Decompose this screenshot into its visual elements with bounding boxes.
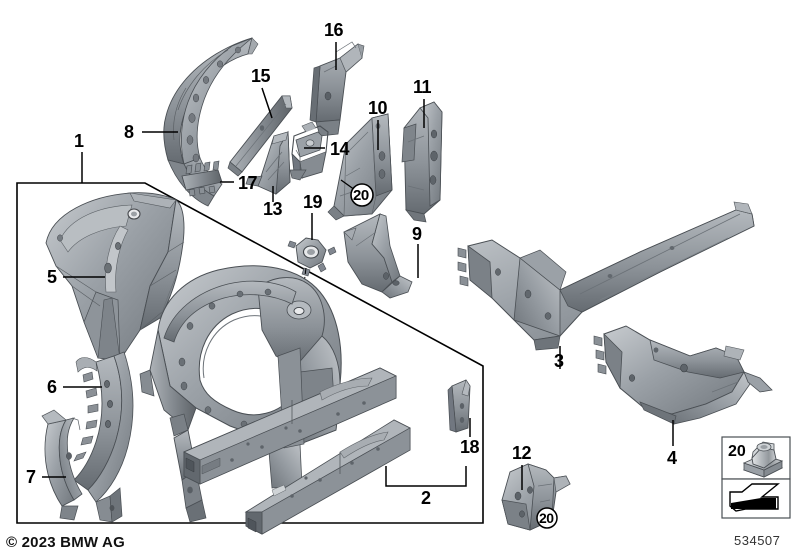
- part-12-front-mounting-bracket: [501, 463, 571, 531]
- callout-label-11: 11: [413, 77, 432, 97]
- part-15-longitudinal-stiffener: [227, 95, 293, 177]
- part-13-gusset-plate: [245, 130, 291, 195]
- part-3-right-frame-side-member: [457, 201, 755, 351]
- callout-label-5: 5: [47, 267, 57, 287]
- part-14-closing-bracket-cage: [289, 121, 329, 181]
- hex-nut-with-flange-icon: [742, 441, 784, 478]
- legend-fastener-number: 20: [728, 443, 746, 460]
- callout-label-9: 9: [412, 224, 422, 244]
- diagram-part-number: 534507: [734, 533, 781, 548]
- part-11-apron-reinforcement: [401, 101, 443, 223]
- part-18-rail-end-bracket: [447, 379, 471, 433]
- callout-label-14: 14: [330, 139, 350, 159]
- part-17-multi-finger-clip-strip: [181, 160, 223, 197]
- legend-box: [721, 436, 791, 519]
- callout-label-2: 2: [421, 488, 431, 508]
- callout-label-15: 15: [251, 66, 271, 86]
- callout-label-13: 13: [263, 199, 283, 219]
- part-5-wheel-house-outer-panel: [45, 192, 185, 361]
- circled-callout-20-strut-panel: [350, 183, 374, 207]
- leader-lines: [42, 42, 674, 490]
- circled-callout-20-bracket: [536, 507, 558, 529]
- callout-label-19: 19: [303, 192, 323, 212]
- part-2-engine-support-rails: [169, 367, 411, 535]
- callout-label-6: 6: [47, 377, 57, 397]
- part-7-a-pillar-lower-bracket: [41, 409, 83, 521]
- callout-label-7: 7: [26, 467, 36, 487]
- arrow-wedge-icon: [729, 483, 780, 512]
- part-4-left-frame-side-member: [593, 325, 773, 425]
- leader-15: [261, 87, 273, 119]
- callout-label-16: 16: [324, 20, 344, 40]
- callout-label-12: 12: [512, 443, 532, 463]
- callout-label-10: 10: [368, 98, 388, 118]
- leader-2-bracket: [385, 466, 467, 487]
- part-9-strut-tower-brace-right: [343, 213, 413, 299]
- callout-label-18: 18: [460, 437, 480, 457]
- callout-label-8: 8: [124, 122, 134, 142]
- callout-label-3: 3: [554, 351, 564, 371]
- part-6-wheel-arch-reinforcement: [73, 351, 134, 523]
- part-19-strut-mount-ring: [287, 237, 337, 315]
- circled-20-label-strut: 20: [353, 187, 369, 204]
- circled-20-label-bracket: 20: [539, 510, 554, 526]
- copyright-notice: © 2023 BMW AG: [6, 534, 125, 551]
- callout-label-1: 1: [74, 131, 84, 151]
- callout-label-17: 17: [238, 173, 258, 193]
- part-16-upper-corner-bracket: [309, 41, 365, 137]
- group-1-bounding-box: [16, 182, 484, 524]
- callout-label-4: 4: [667, 448, 677, 468]
- part-8-wheel-arch-outer-strip: [163, 37, 259, 207]
